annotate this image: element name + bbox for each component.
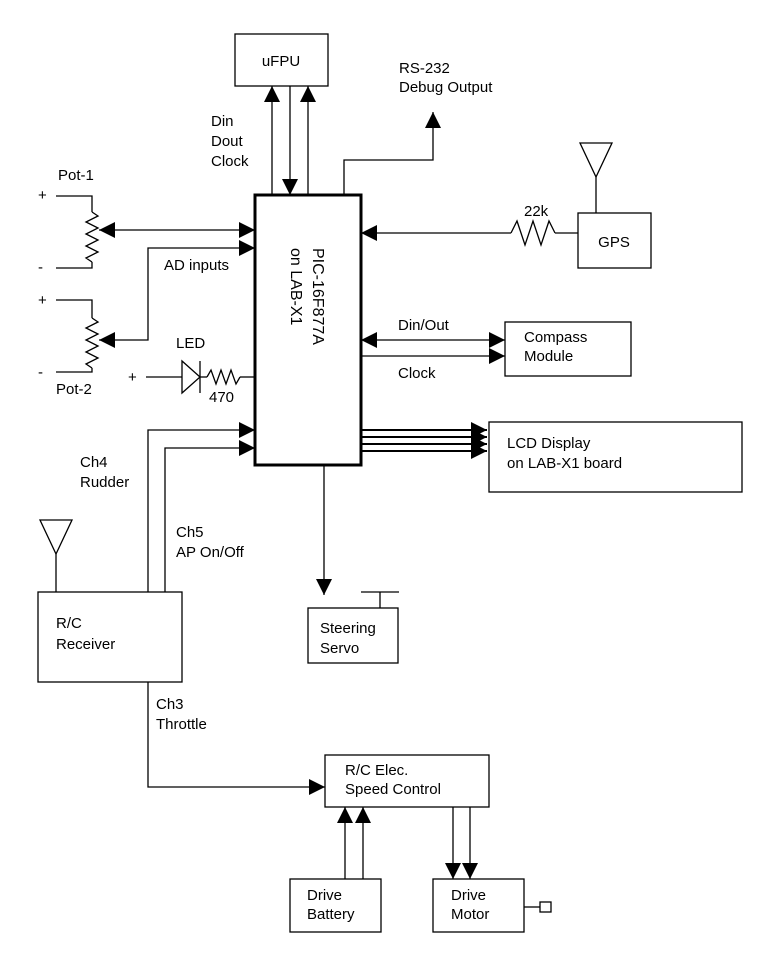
ufpu-label: uFPU <box>262 53 300 70</box>
battery-label-line1: Drive <box>307 887 342 904</box>
battery-block: Drive Battery <box>289 878 382 933</box>
rs232-output <box>343 112 441 195</box>
resistor-22k-label: 22k <box>524 203 549 220</box>
fpu-signal-dout: Dout <box>211 133 244 150</box>
servo-block: Steering Servo <box>307 591 399 664</box>
ufpu-block: uFPU <box>234 33 329 87</box>
lcd-block: LCD Display on LAB-X1 board <box>488 421 743 493</box>
din-out-label: Din/Out <box>398 317 450 334</box>
rs232-label-line1: RS-232 <box>399 60 450 77</box>
pot2-wiper-link <box>99 240 255 348</box>
ch3-label-line1: Ch3 <box>156 696 184 713</box>
compass-label-line1: Compass <box>524 329 587 346</box>
compass-block: Compass Module <box>504 321 632 377</box>
gps-block: GPS <box>577 212 652 269</box>
compass-label-line2: Module <box>524 348 573 365</box>
pot2-minus: - <box>38 364 43 381</box>
lcd-label-line1: LCD Display <box>507 435 591 452</box>
esc-label-line1: R/C Elec. <box>345 762 408 779</box>
fpu-signal-clock: Clock <box>211 153 249 170</box>
gps-link <box>361 218 578 248</box>
pot1-label: Pot-1 <box>58 167 94 184</box>
resistor-470-label: 470 <box>209 389 234 406</box>
battery-label-line2: Battery <box>307 906 355 923</box>
pot2-label: Pot-2 <box>56 381 92 398</box>
motor-shaft-icon <box>524 901 552 913</box>
gps-label: GPS <box>598 234 630 251</box>
pot1-minus: - <box>38 259 43 276</box>
motor-link <box>445 807 478 879</box>
led-plus: + <box>128 369 137 386</box>
ch5-label-line1: Ch5 <box>176 524 204 541</box>
ufpu-bus <box>264 86 316 195</box>
pot2-potentiometer <box>56 299 100 373</box>
led-label: LED <box>176 335 205 352</box>
pot1-plus: + <box>38 187 47 204</box>
esc-label-line2: Speed Control <box>345 781 441 798</box>
mcu-label-line1: PIC-16F877A <box>309 248 326 345</box>
pot1-potentiometer <box>56 195 100 269</box>
esc-block: R/C Elec. Speed Control <box>324 754 490 808</box>
rs232-label-line2: Debug Output <box>399 79 493 96</box>
pot2-plus: + <box>38 292 47 309</box>
clock-label: Clock <box>398 365 436 382</box>
motor-label-line2: Motor <box>451 906 489 923</box>
mcu-label-line2: on LAB-X1 <box>287 248 304 325</box>
servo-label-line2: Servo <box>320 640 359 657</box>
pic-mcu-block: PIC-16F877A on LAB-X1 <box>253 193 363 467</box>
ch4-rudder-link <box>147 422 255 592</box>
lcd-bus <box>361 422 487 459</box>
motor-block: Drive Motor <box>432 878 525 933</box>
ch5-label-line2: AP On/Off <box>176 544 245 561</box>
ch3-label-line2: Throttle <box>156 716 207 733</box>
fpu-signal-din: Din <box>211 113 234 130</box>
gps-antenna <box>578 142 614 213</box>
motor-label-line1: Drive <box>451 887 486 904</box>
led-circuit <box>146 359 255 395</box>
ad-inputs-label: AD inputs <box>164 257 229 274</box>
receiver-block: R/C Receiver <box>37 591 183 683</box>
ch4-label-line2: Rudder <box>80 474 129 491</box>
ch3-throttle-link <box>147 682 325 795</box>
ch5-ap-link <box>164 440 255 592</box>
receiver-antenna <box>38 519 74 592</box>
receiver-label-line1: R/C <box>56 615 82 632</box>
battery-link <box>337 807 371 879</box>
ch4-label-line1: Ch4 <box>80 454 108 471</box>
lcd-label-line2: on LAB-X1 board <box>507 455 622 472</box>
servo-label-line1: Steering <box>320 620 376 637</box>
receiver-label-line2: Receiver <box>56 636 115 653</box>
